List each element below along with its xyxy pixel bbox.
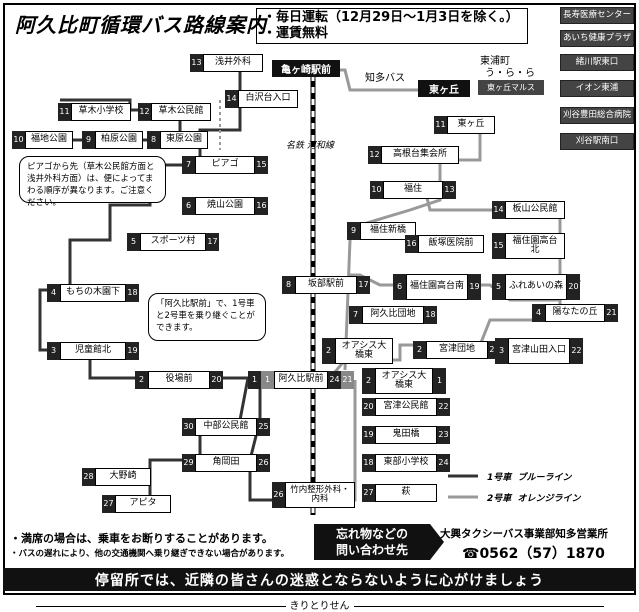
legend-route-2: 2号車 オレンジライン xyxy=(487,494,581,504)
service-notice: ・毎日運転（12月29日〜1月3日を除く。） ・運賃無料 xyxy=(256,8,528,44)
bottom-banner: 停留所では、近隣の皆さんの迷惑とならないように心がけましょう xyxy=(3,568,636,591)
phone-number: ☎0562（57）1870 xyxy=(462,546,605,562)
lost-line-1: 忘れ物などの xyxy=(335,527,408,541)
cut-line: きりとりせん xyxy=(0,597,639,612)
note-full: ・満席の場合は、乗車をお断りすることがあります。 xyxy=(10,532,273,545)
station-kamegasaki: 亀ヶ崎駅前 xyxy=(272,60,340,77)
dest-2: あいち健康プラザ xyxy=(560,30,634,47)
lost-found-box: 忘れ物などの 問い合わせ先 xyxy=(314,524,444,560)
dest-4: イオン東浦 xyxy=(560,80,634,97)
notice-line-1: ・毎日運転（12月29日〜1月3日を除く。） xyxy=(263,10,519,25)
lost-line-2: 問い合わせ先 xyxy=(335,543,408,557)
label-higashiura: 東浦町 xyxy=(480,56,510,67)
station-higashigaoka: 東ヶ丘 xyxy=(418,80,470,97)
company-name: 大興タクシーバス事業部知多営業所 xyxy=(440,528,608,540)
map-frame xyxy=(3,3,636,595)
label-uraura: う・ら・ら xyxy=(485,68,535,79)
page-title: 阿久比町循環バス路線案内 xyxy=(15,13,267,37)
callout-piago: ピアゴから先（草木公民館方面と浅井外科方面）は、便によってまわる順序が異なります… xyxy=(19,156,166,208)
dest-3: 緒川駅東口 xyxy=(560,54,634,71)
legend-route-1: 1号車 ブルーライン xyxy=(487,473,572,483)
dest-6: 刈谷駅南口 xyxy=(560,133,634,150)
notice-line-2: ・運賃無料 xyxy=(263,26,329,41)
dest-5: 刈谷豊田総合病院 xyxy=(560,107,634,124)
line-label: 名鉄 河和線 xyxy=(286,141,334,151)
note-delay: ・バスの遅れにより、他の交通機関へ乗り継ぎできない場合があります。 xyxy=(10,549,290,559)
label-chita-bus: 知多バス xyxy=(365,73,405,84)
stop-r2b: 2宮津団地23 xyxy=(413,341,501,359)
label-marus: 東ヶ丘マルス xyxy=(478,80,544,95)
callout-transfer: 「阿久比駅前」で、1号車と2号車を乗り継ぐことができます。 xyxy=(148,293,266,341)
dest-1: 長寿医療センター xyxy=(560,7,634,24)
